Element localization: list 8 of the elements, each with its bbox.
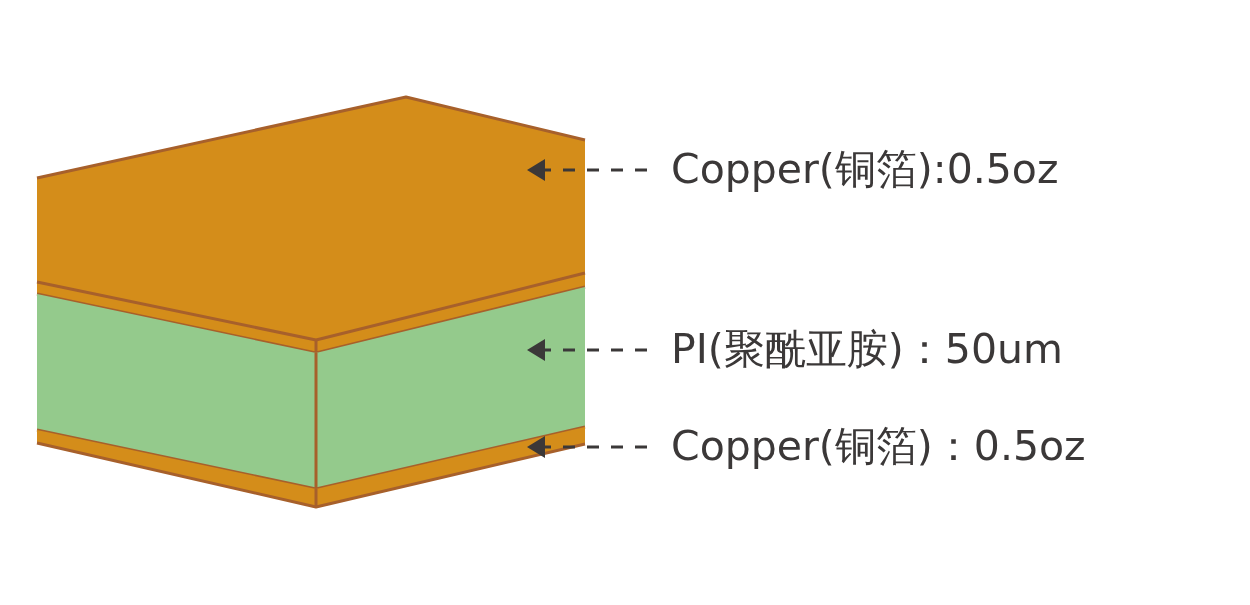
bottom-layer — [36, 427, 586, 509]
leader-line — [527, 339, 647, 361]
top-layer — [36, 95, 586, 355]
layer-label: Copper(铜箔)：0.5oz — [671, 423, 1086, 471]
layer-label: PI(聚酰亚胺)：50um — [671, 326, 1063, 374]
leader-line — [527, 436, 647, 458]
layer-label: Copper(铜箔):0.5oz — [671, 146, 1059, 194]
core-layer — [36, 287, 586, 491]
